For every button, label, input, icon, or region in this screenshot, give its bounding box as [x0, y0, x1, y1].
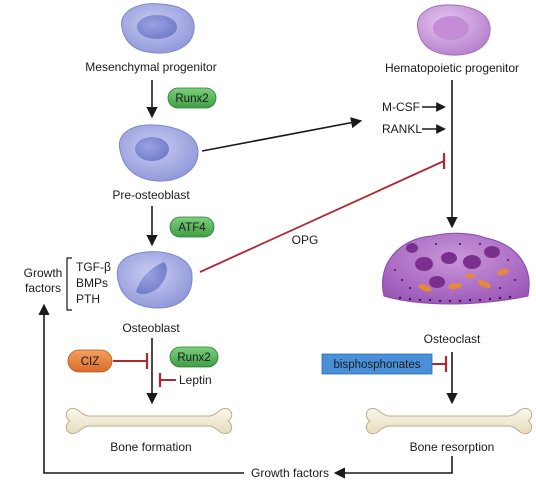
bone-formation-label: Bone formation [110, 440, 191, 454]
svg-text:ATF4: ATF4 [178, 222, 206, 234]
bone-resorption-bone-icon [365, 407, 533, 435]
tgf-beta-label: TGF-β [76, 260, 111, 274]
growth-factors-side-line2: factors [25, 281, 61, 295]
hematopoietic-progenitor-label: Hematopoietic progenitor [385, 61, 519, 75]
svg-text:CIZ: CIZ [81, 356, 100, 368]
runx2-top-pill: Runx2 [167, 87, 217, 109]
feedback-arrow-left-segment [38, 303, 244, 474]
svg-text:bisphosphonates: bisphosphonates [334, 359, 421, 371]
feedback-arrow-right-segment [333, 456, 453, 479]
bone-resorption-label: Bone resorption [410, 440, 495, 454]
leptin-label: Leptin [179, 373, 212, 387]
svg-text:Runx2: Runx2 [177, 352, 210, 364]
svg-text:Runx2: Runx2 [175, 93, 208, 105]
bone-formation-bone-icon [65, 407, 233, 435]
growth-factors-side-line1: Growth [24, 266, 63, 280]
atf4-pill: ATF4 [169, 216, 215, 238]
bmps-label: BMPs [76, 276, 108, 290]
osteoblast-cell [116, 251, 193, 309]
growth-factors-bottom-label: Growth factors [251, 466, 329, 480]
runx2-bottom-pill: Runx2 [169, 346, 219, 368]
bisphosphonates-box: bisphosphonates [321, 353, 433, 375]
mcsf-label: M-CSF [382, 100, 420, 114]
hematopoietic-progenitor-cell [416, 4, 491, 56]
pre-osteoblast-label: Pre-osteoblast [112, 188, 190, 202]
rankl-label: RANKL [382, 122, 422, 136]
arrow-preosteoblast-to-rankl [201, 117, 363, 152]
opg-label: OPG [292, 233, 319, 247]
opg-inhibition-line [199, 160, 445, 273]
osteoclast-label: Osteoclast [424, 332, 481, 346]
mesenchymal-progenitor-label: Mesenchymal progenitor [85, 60, 216, 74]
growth-factors-bracket [66, 257, 72, 311]
osteoclast-cell [382, 232, 530, 305]
osteoblast-label: Osteoblast [122, 321, 180, 335]
pre-osteoblast-cell [118, 124, 199, 182]
mesenchymal-progenitor-cell [121, 3, 195, 54]
pth-label: PTH [76, 292, 100, 306]
ciz-pill: CIZ [67, 349, 113, 373]
